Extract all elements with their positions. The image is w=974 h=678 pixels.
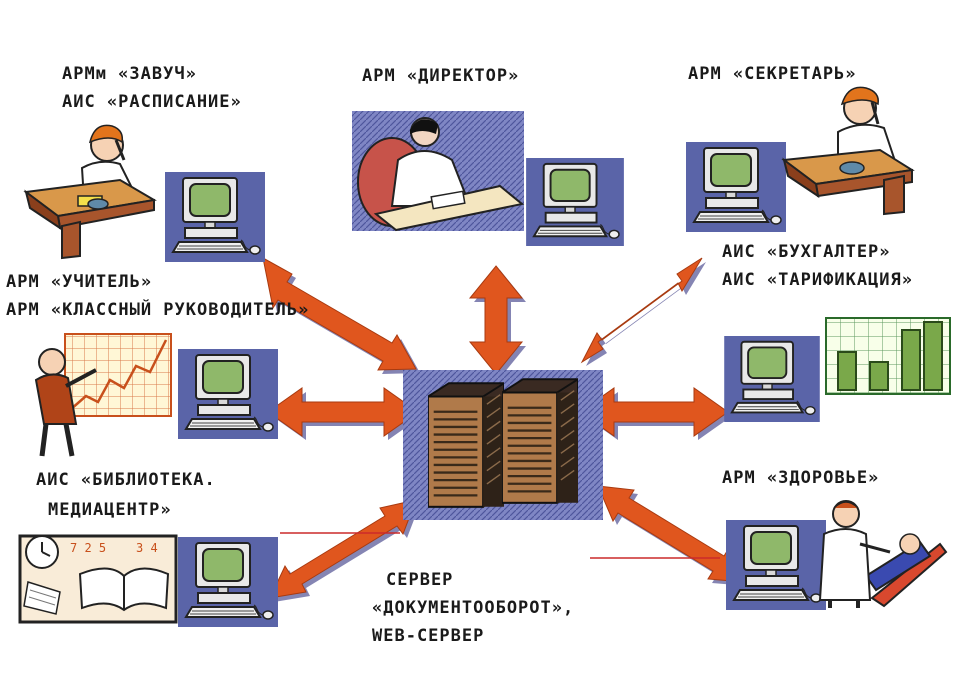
health-station (726, 500, 948, 610)
desk-icon (23, 178, 157, 260)
label-web-server: WEB-СЕРВЕР (372, 626, 485, 646)
label-class-teacher: АРМ «КЛАССНЫЙ РУКОВОДИТЕЛЬ» (6, 300, 310, 320)
computer-icon (726, 520, 826, 610)
director-at-desk-icon (357, 117, 525, 232)
label-raspisanie: АИС «РАСПИСАНИЕ» (62, 92, 242, 112)
server-cabinet-icon (428, 382, 504, 508)
label-zavuch: АРМм «ЗАВУЧ» (62, 64, 197, 84)
accountant-station (723, 317, 951, 422)
server-group (403, 370, 603, 520)
label-docflow: «ДОКУМЕНТООБОРОТ», (372, 598, 575, 618)
computer-icon (178, 535, 278, 629)
teacher-with-chart-icon (34, 333, 172, 457)
zavuch-station (23, 124, 265, 262)
label-director: АРМ «ДИРЕКТОР» (362, 66, 520, 86)
teacher-station (34, 333, 278, 457)
label-teacher: АРМ «УЧИТЕЛЬ» (6, 272, 153, 292)
director-station (352, 111, 625, 246)
computer-icon (165, 172, 265, 262)
svg-text:7 2 5: 7 2 5 (70, 541, 106, 555)
computer-icon (723, 336, 821, 422)
label-health: АРМ «ЗДОРОВЬЕ» (722, 468, 880, 488)
label-accountant: АИС «БУХГАЛТЕР» (722, 242, 891, 262)
label-mediacenter: МЕДИАЦЕНТР» (48, 500, 172, 520)
computer-icon (525, 158, 625, 246)
library-station: 7 2 5 3 4 (18, 534, 278, 629)
label-tarification: АИС «ТАРИФИКАЦИЯ» (722, 270, 913, 290)
library-book-clock-icon: 7 2 5 3 4 (18, 534, 178, 624)
label-server: СЕРВЕР (386, 570, 454, 590)
svg-text:3 4: 3 4 (136, 541, 158, 555)
doctor-patient-icon (818, 500, 948, 608)
server-cabinet-icon (502, 378, 578, 504)
bar-chart-icon (825, 317, 951, 395)
desk-icon (781, 148, 915, 216)
computer-icon (178, 348, 278, 440)
computer-icon (686, 142, 786, 232)
secretary-station (686, 86, 915, 232)
label-library: АИС «БИБЛИОТЕКА. (36, 470, 216, 490)
label-secretary: АРМ «СЕКРЕТАРЬ» (688, 64, 857, 84)
